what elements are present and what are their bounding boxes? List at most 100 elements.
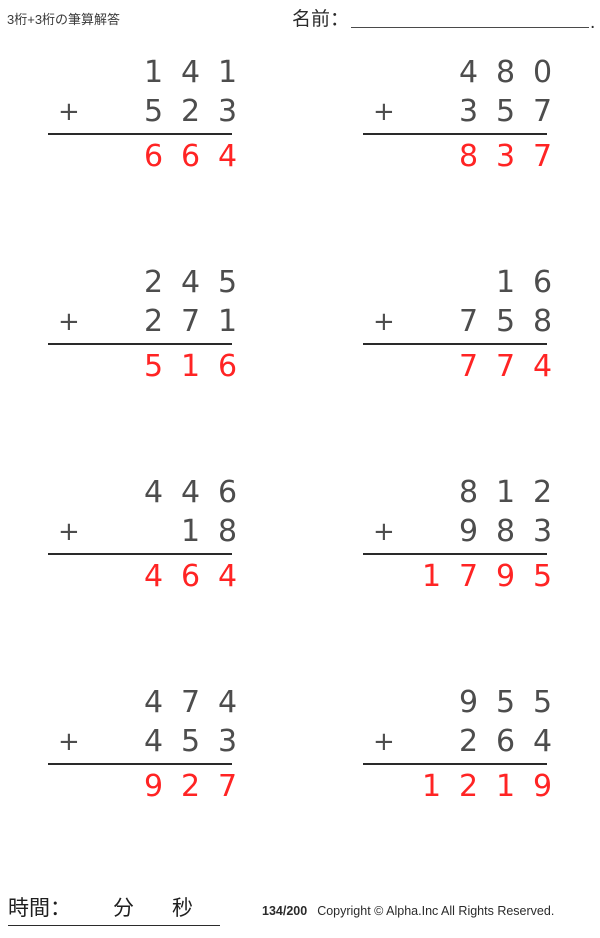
addend-digit: 9 (458, 514, 479, 549)
time-record-field[interactable]: 時間： 分 秒 (8, 892, 220, 926)
answer-digit: 1 (495, 769, 516, 804)
copyright-text: Copyright © Alpha.Inc All Rights Reserve… (317, 904, 555, 918)
plus-operator-icon: + (373, 97, 395, 127)
addend-digit: 5 (180, 724, 201, 759)
plus-operator-icon: + (373, 727, 395, 757)
addend-digit: 0 (532, 55, 553, 90)
answer-digit: 7 (458, 349, 479, 384)
answer-digit: 5 (532, 559, 553, 594)
answer-digit: 3 (495, 139, 516, 174)
addend-digit: 8 (532, 304, 553, 339)
addend-digit: 4 (143, 724, 164, 759)
answer-digit: 9 (143, 769, 164, 804)
addend-digit: 5 (217, 265, 238, 300)
answer-digit: 7 (458, 559, 479, 594)
addend-digit: 4 (180, 265, 201, 300)
answer-digit: 7 (532, 139, 553, 174)
addend-digit: 7 (458, 304, 479, 339)
addend-digit: 2 (143, 265, 164, 300)
name-input-line[interactable] (351, 27, 590, 28)
addend-digit: 2 (143, 304, 164, 339)
addend-digit: 8 (495, 514, 516, 549)
addend-digit: 4 (143, 475, 164, 510)
addend-digit: 2 (458, 724, 479, 759)
answer-digit: 6 (217, 349, 238, 384)
addend-digit: 2 (180, 94, 201, 129)
addend-digit (450, 266, 487, 300)
addend-digit: 6 (532, 265, 553, 300)
plus-operator-icon: + (58, 97, 80, 127)
plus-operator-icon: + (58, 517, 80, 547)
addend-digit: 1 (495, 475, 516, 510)
addend-digit: 4 (532, 724, 553, 759)
addend-digit: 3 (458, 94, 479, 129)
addend-digit: 4 (180, 55, 201, 90)
answer-digit: 8 (458, 139, 479, 174)
addend-digit (135, 515, 172, 549)
addend-digit: 1 (217, 304, 238, 339)
answer-digit: 7 (495, 349, 516, 384)
seconds-unit-label: 秒 (172, 897, 193, 920)
sum-rule-line (363, 133, 547, 135)
addend-digit: 1 (180, 514, 201, 549)
answer-digit: 6 (180, 139, 201, 174)
name-field-group: 名前： . (292, 2, 595, 32)
answer-digit: 6 (143, 139, 164, 174)
addend-digit: 5 (495, 304, 516, 339)
addend-digit: 2 (532, 475, 553, 510)
answer-digit: 7 (217, 769, 238, 804)
page-footer: 時間： 分 秒 134/200 Copyright © Alpha.Inc All… (0, 890, 600, 938)
plus-operator-icon: + (373, 307, 395, 337)
name-label: 名前： (292, 9, 350, 30)
sum-rule-line (363, 763, 547, 765)
addend-digit: 9 (458, 685, 479, 720)
sum-rule-line (363, 553, 547, 555)
sum-rule-line (48, 763, 232, 765)
minutes-unit-label: 分 (113, 897, 134, 920)
sum-rule-line (363, 343, 547, 345)
name-trailing-dot: . (590, 12, 596, 33)
answer-digit: 2 (458, 769, 479, 804)
addend-digit: 5 (532, 685, 553, 720)
addend-digit: 8 (495, 55, 516, 90)
addend-digit: 6 (495, 724, 516, 759)
page-number: 134/200 (262, 904, 308, 918)
addend-digit: 7 (532, 94, 553, 129)
addend-digit: 5 (495, 685, 516, 720)
addend-digit: 1 (217, 55, 238, 90)
sum-rule-line (48, 133, 232, 135)
addend-digit: 7 (180, 685, 201, 720)
page-header: 3桁+3桁の筆算解答 名前： . (0, 0, 600, 46)
sum-rule-line (48, 553, 232, 555)
addend-digit: 4 (217, 685, 238, 720)
addend-digit: 3 (217, 94, 238, 129)
answer-digit: 1 (421, 769, 442, 804)
addend-digit: 4 (458, 55, 479, 90)
answer-digit: 9 (495, 559, 516, 594)
addend-digit: 7 (180, 304, 201, 339)
addend-digit: 5 (143, 94, 164, 129)
answer-digit: 4 (532, 349, 553, 384)
addend-digit: 1 (143, 55, 164, 90)
page-title: 3桁+3桁の筆算解答 (7, 12, 121, 27)
answer-digit: 5 (143, 349, 164, 384)
